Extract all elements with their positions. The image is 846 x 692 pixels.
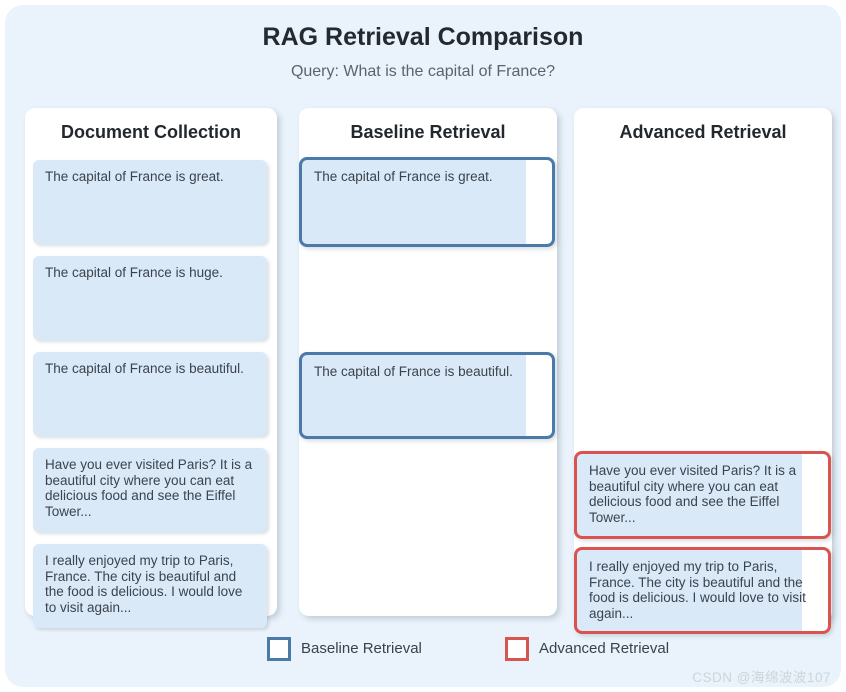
baseline-legend-swatch-icon (267, 637, 291, 661)
legend-baseline-label: Baseline Retrieval (301, 640, 422, 657)
page-title: RAG Retrieval Comparison (262, 23, 584, 51)
document-collection-panel: Document Collection The capital of Franc… (25, 108, 277, 628)
document-card: The capital of France is beautiful. (33, 352, 267, 436)
retrieved-text: The capital of France is great. (314, 169, 493, 184)
baseline-retrieval-panel: Baseline Retrieval The capital of France… (299, 108, 557, 616)
document-collection-header: Document Collection (60, 122, 241, 142)
legend-advanced-label: Advanced Retrieval (539, 640, 670, 657)
document-card: The capital of France is great. (33, 160, 267, 244)
retrieved-text: The capital of France is beautiful. (314, 364, 513, 379)
advanced-retrieval-panel: Advanced Retrieval Have you ever visited… (574, 108, 832, 634)
document-card: The capital of France is huge. (33, 256, 267, 340)
advanced-legend-swatch-icon (505, 637, 529, 661)
advanced-retrieved-card: I really enjoyed my trip to Paris, Franc… (574, 547, 831, 634)
document-card: Have you ever visited Paris? It is a bea… (33, 448, 267, 532)
figure-background: RAG Retrieval Comparison Query: What is … (5, 5, 841, 687)
document-text: I really enjoyed my trip to Paris, Franc… (45, 553, 243, 615)
baseline-retrieved-card: The capital of France is beautiful. (299, 352, 555, 439)
document-card: I really enjoyed my trip to Paris, Franc… (33, 544, 267, 628)
query-subtitle: Query: What is the capital of France? (290, 63, 556, 80)
advanced-retrieved-card: Have you ever visited Paris? It is a bea… (574, 451, 831, 539)
retrieved-text: I really enjoyed my trip to Paris, Franc… (589, 559, 806, 621)
retrieved-text: Have you ever visited Paris? It is a bea… (589, 463, 797, 525)
baseline-retrieved-card: The capital of France is great. (299, 157, 555, 247)
document-text: Have you ever visited Paris? It is a bea… (45, 457, 253, 519)
watermark: CSDN @海绵波波107 (692, 670, 831, 685)
document-text: The capital of France is beautiful. (45, 361, 244, 376)
document-text: The capital of France is great. (45, 169, 224, 184)
baseline-retrieval-header: Baseline Retrieval (350, 122, 506, 142)
advanced-retrieval-header: Advanced Retrieval (619, 122, 787, 142)
document-text: The capital of France is huge. (45, 265, 223, 280)
